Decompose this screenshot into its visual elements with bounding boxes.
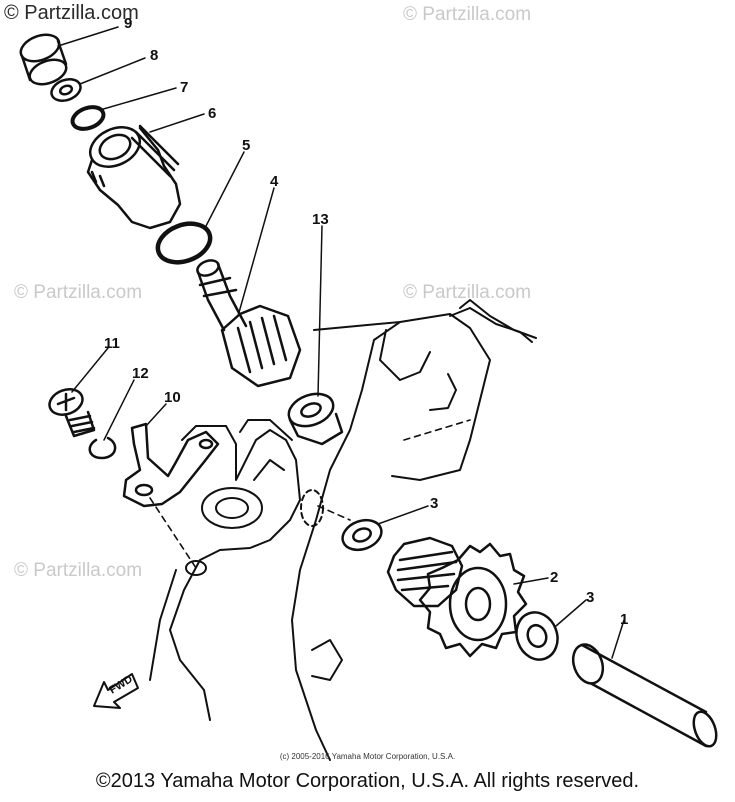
part-10-stopper-plate: [122, 422, 220, 508]
callout-3-lower: 3: [586, 589, 594, 606]
callout-12: 12: [132, 365, 149, 382]
part-3-washer-upper: [341, 518, 383, 552]
small-copyright: (c) 2005-2016 Yamaha Motor Corporation, …: [279, 752, 456, 761]
part-5-o-ring: [155, 221, 213, 265]
part-7-o-ring: [70, 105, 106, 131]
callout-11: 11: [104, 335, 120, 352]
part-8-washer: [50, 78, 82, 102]
fwd-arrow: [93, 673, 139, 709]
part-4-gear-shaft: [196, 259, 302, 388]
watermark-top-left: © Partzilla.com: [4, 2, 139, 24]
watermark-mid-left: © Partzilla.com: [14, 282, 143, 303]
footer-copyright: ©2013 Yamaha Motor Corporation, U.S.A. A…: [95, 770, 640, 792]
assembly-leaders: [149, 419, 471, 569]
part-1-shaft: [571, 643, 718, 748]
watermark-low-left: © Partzilla.com: [14, 560, 143, 581]
watermark-top-right: © Partzilla.com: [403, 4, 532, 25]
part-6-housing: [86, 124, 182, 230]
watermark-mid-right: © Partzilla.com: [403, 282, 532, 303]
callout-4: 4: [270, 173, 279, 190]
callout-7: 7: [180, 79, 188, 96]
callout-10: 10: [164, 389, 181, 406]
callout-13: 13: [312, 211, 329, 228]
callout-leaders: [57, 26, 625, 659]
callout-6: 6: [208, 105, 216, 122]
part-2-gear: [386, 536, 528, 658]
crankcase-outline: [149, 299, 537, 761]
callout-2: 2: [550, 569, 558, 586]
callout-5: 5: [242, 137, 250, 154]
callout-3-upper: 3: [430, 495, 438, 512]
part-3-washer-lower: [515, 611, 559, 661]
callout-8: 8: [150, 47, 158, 64]
part-9-cap: [19, 33, 68, 86]
callout-9: 9: [124, 15, 132, 32]
part-13-bushing: [287, 392, 344, 446]
part-12-lock-washer: [88, 436, 117, 460]
part-11-screw: [48, 388, 96, 438]
callout-1: 1: [620, 611, 628, 628]
